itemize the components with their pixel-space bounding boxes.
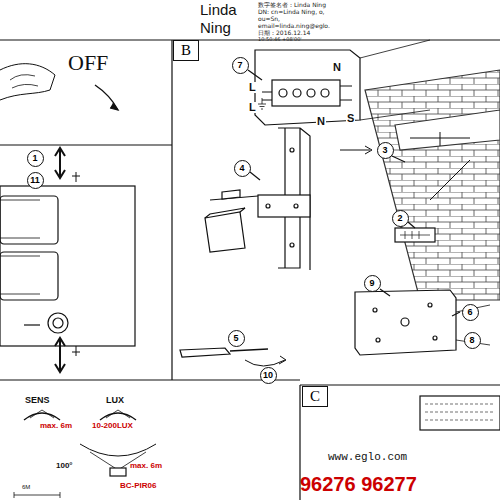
- terminal-label: N: [316, 116, 326, 127]
- signature-stamp: 日期：2016.12.14: [258, 30, 310, 36]
- spec-text: max. 6m: [40, 422, 72, 430]
- panel-tab: B: [173, 40, 199, 61]
- callout-circle: 7: [232, 57, 249, 74]
- panel-tab: C: [302, 386, 328, 407]
- spec-text: 96276 96277: [300, 474, 417, 494]
- callout-circle: 9: [364, 275, 381, 292]
- callout-number: 6: [467, 308, 472, 317]
- callout-circle: 8: [464, 332, 481, 349]
- callout-number: 10: [263, 371, 273, 380]
- callout-circle: 11: [27, 172, 44, 189]
- signature-stamp: ou=Sn,: [258, 16, 280, 22]
- callout-number: 3: [382, 146, 387, 155]
- step-word: OFF: [68, 52, 108, 74]
- callout-circle: 1: [27, 150, 44, 167]
- callout-circle: 2: [392, 210, 409, 227]
- spec-text: 6M: [22, 484, 30, 490]
- terminal-label: S: [346, 113, 355, 124]
- terminal-label: N: [332, 62, 342, 73]
- spec-text: max. 6m: [130, 462, 162, 470]
- callout-number: 5: [233, 334, 238, 343]
- callout-circle: 10: [260, 367, 277, 384]
- signature-stamp: Ning: [200, 20, 231, 35]
- panel-letter: C: [310, 389, 320, 404]
- callout-number: 11: [30, 176, 40, 185]
- callout-circle: 4: [234, 160, 251, 177]
- terminal-label: L: [248, 102, 257, 113]
- spec-text: LUX: [106, 396, 124, 405]
- signature-stamp: Linda: [200, 2, 237, 17]
- terminal-label: L: [248, 82, 257, 93]
- spec-text: BC-PIR06: [120, 482, 156, 490]
- callout-number: 2: [397, 214, 402, 223]
- callout-number: 7: [237, 61, 242, 70]
- spec-text: SENS: [25, 396, 50, 405]
- callout-circle: 3: [377, 142, 394, 159]
- callout-number: 1: [32, 154, 37, 163]
- signature-stamp: DN: cn=Linda Ning, o,: [258, 9, 325, 15]
- callout-number: 4: [239, 164, 244, 173]
- spec-text: 10-200LUX: [92, 422, 133, 430]
- signature-stamp: 数字签名者：Linda Ning: [258, 2, 326, 8]
- callout-circle: 5: [228, 330, 245, 347]
- callout-circle: 6: [462, 304, 479, 321]
- panel-letter: B: [181, 43, 191, 58]
- signature-stamp: 10:50:46 +08'00': [258, 37, 302, 42]
- callout-number: 9: [369, 279, 374, 288]
- spec-text: 100°: [56, 462, 73, 470]
- spec-text: www.eglo.com: [328, 452, 407, 463]
- callout-number: 8: [469, 336, 474, 345]
- signature-stamp: email=linda.ning@eglo.: [258, 23, 330, 29]
